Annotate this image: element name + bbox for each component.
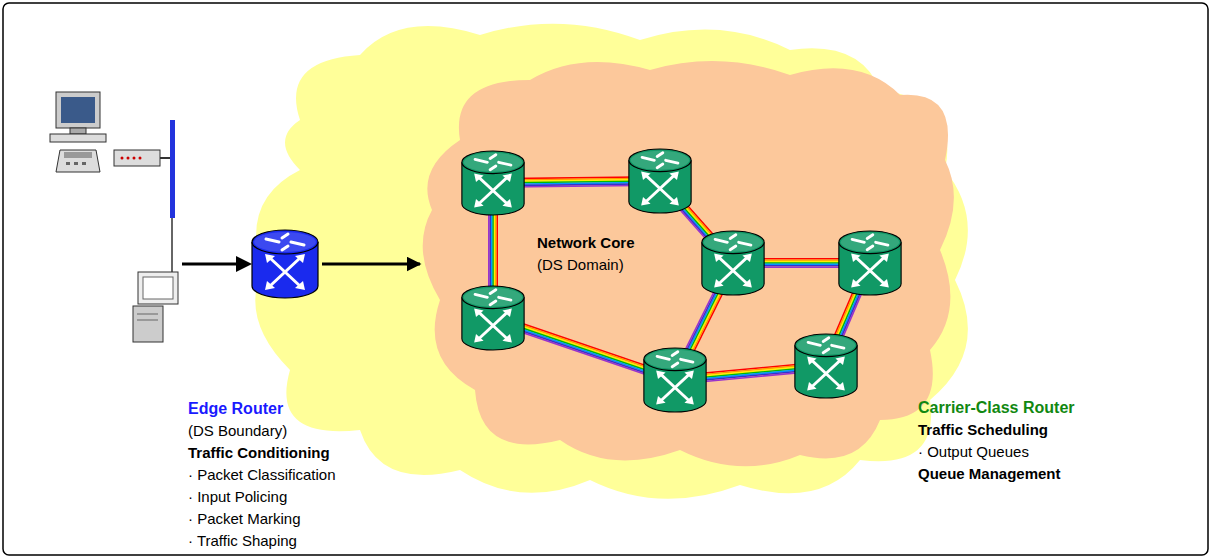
text-block: Network Core(DS Domain) [537, 232, 635, 276]
node-text: · Packet Marking [188, 508, 336, 530]
core-router [795, 334, 857, 398]
node-text: Traffic Conditioning [188, 442, 336, 464]
core-router [629, 149, 691, 213]
node-heading: Network Core [537, 232, 635, 254]
annotation: Carrier-Class Router [918, 397, 1075, 419]
core-router [462, 151, 524, 215]
edge-router: Edge Router(DS Boundary)Traffic Conditio… [250, 228, 320, 300]
text-block: Edge Router(DS Boundary)Traffic Conditio… [188, 398, 336, 552]
core-router [644, 348, 706, 412]
node-text: · Packet Classification [188, 464, 336, 486]
annotation: · Output Queues [918, 441, 1075, 463]
core-router [839, 231, 901, 295]
core-router [462, 286, 524, 350]
devices-illustration [50, 92, 178, 342]
node-text: · Traffic Shaping [188, 530, 336, 552]
node-text: · Input Policing [188, 486, 336, 508]
node-text: (DS Boundary) [188, 420, 336, 442]
core-router [702, 231, 764, 295]
carrier-text-block: Carrier-Class RouterTraffic Scheduling· … [918, 397, 1075, 485]
router-icon [250, 228, 320, 300]
annotation: Queue Management [918, 463, 1075, 485]
frame [3, 3, 1208, 555]
node-heading: Edge Router [188, 398, 336, 420]
annotation: Traffic Scheduling [918, 419, 1075, 441]
outer-cloud [255, 24, 968, 499]
node-text: (DS Domain) [537, 254, 635, 276]
access-arrow [182, 263, 240, 266]
flow-arrow [322, 263, 420, 266]
arrowhead [236, 256, 252, 272]
